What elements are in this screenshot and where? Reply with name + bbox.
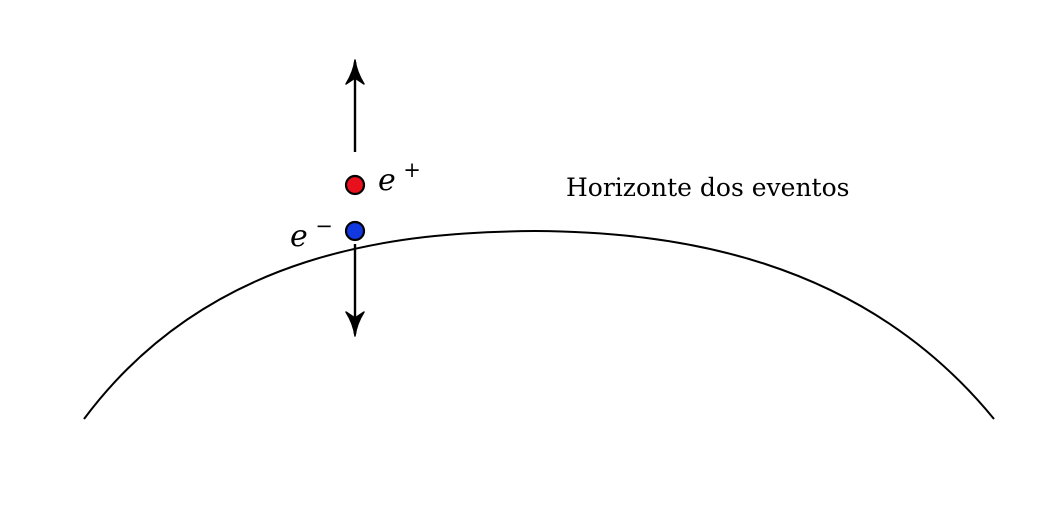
electron-particle <box>344 220 366 242</box>
event-horizon-curve <box>83 229 995 420</box>
event-horizon-label: Horizonte dos eventos <box>566 173 849 202</box>
electron-charge: − <box>315 214 333 238</box>
positron-particle <box>344 174 366 196</box>
positron-arrowhead-icon <box>345 59 365 85</box>
electron-arrowhead-icon <box>345 311 365 337</box>
positron-symbol: e <box>378 163 396 198</box>
electron-symbol: e <box>290 219 308 254</box>
positron-label: e + <box>378 158 421 198</box>
electron-label: e − <box>290 214 333 254</box>
positron-charge: + <box>403 158 421 182</box>
